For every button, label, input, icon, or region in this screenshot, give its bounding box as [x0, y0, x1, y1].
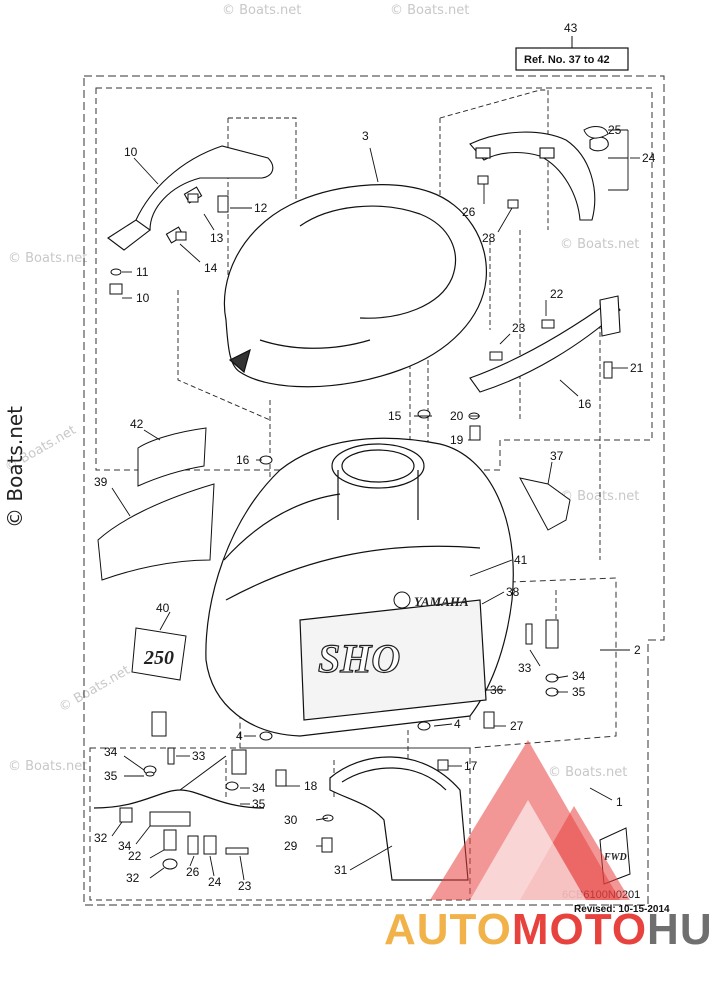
- lower-apron: [329, 756, 469, 881]
- hp-decal: 250: [143, 647, 174, 669]
- callout-5: 15: [388, 409, 402, 423]
- automotohub-logo: AUTOMOTOHUB: [384, 740, 714, 954]
- callout-34: 34: [252, 781, 266, 795]
- watermark-text: © Boats.net: [8, 759, 87, 774]
- callout-17: 18: [304, 779, 318, 793]
- callout-28: 24: [208, 875, 222, 889]
- callout-42: 42: [130, 417, 144, 431]
- callout-3: 3: [362, 129, 369, 143]
- model-text: SHO: [318, 636, 400, 681]
- brand-text: YAMAHA: [414, 594, 469, 609]
- callout-19: 25: [608, 123, 622, 137]
- callout-30: 26: [186, 865, 200, 879]
- watermark-text: © Boats.net: [8, 251, 87, 266]
- callout-20: 28: [482, 231, 496, 245]
- callout-14: 11: [136, 265, 149, 279]
- watermark-text: © Boats.net: [390, 3, 469, 18]
- callout-38: 38: [506, 585, 520, 599]
- callout-37: 37: [550, 449, 564, 463]
- decal-42: [137, 427, 207, 487]
- logo-text-moto: MOTO: [512, 905, 647, 954]
- watermark-text: © Boats.net: [222, 3, 301, 18]
- callout-33: 33: [518, 661, 532, 675]
- callout-26: 22: [128, 849, 142, 863]
- callout-35: 35: [572, 685, 586, 699]
- callout-8: 20: [450, 409, 464, 423]
- callout-18: 24: [642, 151, 656, 165]
- callout-41: 41: [514, 553, 528, 567]
- callout-34: 34: [104, 745, 118, 759]
- watermark-text: © Boats.net: [57, 663, 133, 716]
- callout-35: 35: [104, 769, 118, 783]
- callout-labels: 3 10 25 24 12 13 14 11 10 26 28 22 23 21…: [94, 123, 656, 893]
- callout-32: 32: [126, 871, 140, 885]
- latch-group-brace: [93, 789, 265, 809]
- bracket-right: [469, 131, 609, 221]
- callout-13: 10: [136, 291, 150, 305]
- callout-10: 22: [550, 287, 564, 301]
- side-bracket: [469, 295, 621, 393]
- callout-4: 4: [236, 729, 243, 743]
- callout-16: 13: [210, 231, 224, 245]
- top-cowling: [223, 184, 488, 388]
- svg-text:AUTOMOTOHUB: AUTOMOTOHUB: [384, 905, 714, 954]
- callout-23: 31: [334, 863, 348, 877]
- callout-9: 21: [630, 361, 644, 375]
- callout-31: 32: [94, 831, 108, 845]
- decal-40: 250: [131, 627, 187, 681]
- callout-25: 30: [284, 813, 298, 827]
- callout-15: 12: [254, 201, 268, 215]
- callout-5: 16: [236, 453, 250, 467]
- callout-11: 17: [464, 759, 478, 773]
- callout-36: 36: [490, 683, 504, 697]
- callout-1: 1: [616, 795, 623, 809]
- callout-33: 33: [192, 749, 206, 763]
- watermark-text: © Boats.net: [560, 237, 639, 252]
- bottom-cowling: [205, 437, 514, 737]
- callout-leaders: [111, 129, 640, 881]
- callout-35: 35: [252, 797, 266, 811]
- logo-text-auto: AUTO: [384, 905, 512, 954]
- callout-34: 34: [572, 669, 586, 683]
- revised-date: Revised: 10-15-2014: [574, 904, 670, 915]
- ref-box: [515, 47, 629, 71]
- callout-16: 14: [204, 261, 218, 275]
- decal-37: [519, 477, 571, 531]
- fwd-text: FWD: [603, 852, 627, 863]
- ref-note: Ref. No. 37 to 42: [524, 54, 610, 66]
- callout-39: 39: [94, 475, 108, 489]
- callout-10: 23: [512, 321, 526, 335]
- callout-6: 16: [578, 397, 592, 411]
- callout-29: 34: [118, 839, 132, 853]
- callout-40: 40: [156, 601, 170, 615]
- logo-text-hub: HUB: [647, 905, 714, 954]
- callout-7: 19: [450, 433, 464, 447]
- callout-21: 27: [510, 719, 524, 733]
- callout-4: 4: [454, 717, 461, 731]
- callout-22: 26: [462, 205, 476, 219]
- assembly-number: 43: [564, 21, 578, 35]
- callout-27: 23: [238, 879, 252, 893]
- ref-header: 43 Ref. No. 37 to 42: [515, 21, 629, 71]
- watermark-text: © Boats.net: [548, 765, 627, 780]
- decal-39: [97, 483, 215, 581]
- brand-decal: YAMAHA SHO: [317, 591, 469, 682]
- watermark-side: © Boats.net: [3, 406, 27, 528]
- callout-12: 10: [124, 145, 138, 159]
- callout-2: 2: [634, 643, 641, 657]
- callout-24: 29: [284, 839, 298, 853]
